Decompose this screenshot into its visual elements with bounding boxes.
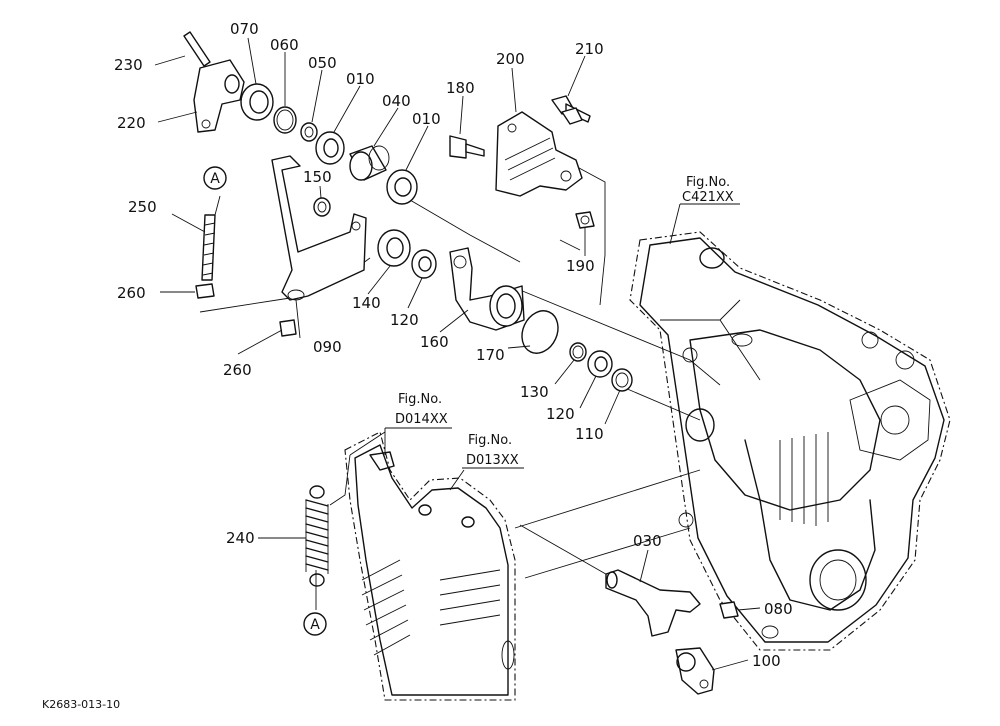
label-060: 060	[270, 36, 299, 54]
label-leaders	[154, 37, 761, 671]
label-220: 220	[117, 114, 146, 132]
part-010-bearing-a	[315, 131, 345, 165]
label-030: 030	[633, 532, 662, 550]
fig-ref-d014-code: D014XX	[395, 412, 448, 427]
label-240: 240	[226, 529, 255, 547]
part-260-nut-a	[195, 283, 215, 299]
fig-ref-d013-title: Fig.No.	[468, 433, 512, 448]
label-230: 230	[114, 56, 143, 74]
label-070: 070	[230, 20, 259, 38]
circle-mark-a-top-label: A	[210, 171, 220, 187]
part-070-bearing	[240, 83, 274, 121]
part-060-snap-ring	[273, 106, 297, 134]
part-260-nut-b	[279, 319, 297, 337]
part-120-bearing-a	[411, 249, 437, 279]
label-170: 170	[476, 346, 505, 364]
part-250-rod	[201, 214, 216, 281]
label-010-a: 010	[346, 70, 375, 88]
part-040-collar	[349, 145, 390, 181]
label-190: 190	[566, 257, 595, 275]
transmission-case	[629, 231, 951, 651]
label-130: 130	[520, 383, 549, 401]
assembly-lines	[199, 154, 721, 610]
part-140-bearing	[377, 229, 411, 267]
label-260-a: 260	[117, 284, 146, 302]
part-labels: 230 220 070 060 050 010 040 010 180 200 …	[114, 20, 793, 670]
part-190-nut	[575, 211, 595, 229]
fig-ref-c421-title: Fig.No.	[686, 175, 730, 190]
label-250: 250	[128, 198, 157, 216]
label-090: 090	[313, 338, 342, 356]
label-110: 110	[575, 425, 604, 443]
label-210: 210	[575, 40, 604, 58]
part-240-spring	[305, 485, 329, 587]
label-200: 200	[496, 50, 525, 68]
drawing-code: K2683-013-10	[42, 698, 120, 711]
circle-mark-a-top: A	[203, 166, 227, 190]
label-050: 050	[308, 54, 337, 72]
part-200-detent-plate	[495, 111, 583, 197]
label-120-b: 120	[546, 405, 575, 423]
part-210-bolts	[551, 95, 591, 125]
label-100: 100	[752, 652, 781, 670]
part-110-washer	[611, 368, 633, 392]
part-080-nut	[719, 601, 739, 619]
part-180-bolt	[449, 135, 485, 159]
part-050-washer	[300, 122, 318, 142]
label-260-b: 260	[223, 361, 252, 379]
fig-ref-d014: Fig.No. D014XX	[385, 392, 452, 429]
circle-mark-a-bottom-label: A	[310, 617, 320, 633]
part-120-bearing-b	[587, 350, 613, 378]
fig-ref-c421: Fig.No. C421XX	[680, 175, 740, 205]
label-150: 150	[303, 168, 332, 186]
part-030-shaft	[605, 569, 701, 637]
part-100-clevis	[675, 647, 715, 695]
label-180: 180	[446, 79, 475, 97]
circle-mark-a-bottom: A	[303, 612, 327, 636]
part-170-o-ring	[521, 310, 559, 354]
label-120-a: 120	[390, 311, 419, 329]
part-160-release-hub	[449, 247, 525, 331]
fig-ref-d013: Fig.No. D013XX	[462, 433, 524, 469]
part-220-lever	[193, 59, 245, 133]
part-150-bushing	[313, 197, 331, 217]
fig-ref-c421-code: C421XX	[682, 190, 734, 205]
label-140: 140	[352, 294, 381, 312]
part-130-snap-ring	[569, 342, 587, 362]
label-080: 080	[764, 600, 793, 618]
engine-block-section	[344, 431, 516, 701]
label-040: 040	[382, 92, 411, 110]
fig-ref-d014-title: Fig.No.	[398, 392, 442, 407]
label-010-b: 010	[412, 110, 441, 128]
label-160: 160	[420, 333, 449, 351]
part-230-pin	[183, 31, 211, 67]
part-010-bearing-b	[386, 169, 418, 205]
fig-ref-d013-code: D013XX	[466, 453, 519, 468]
